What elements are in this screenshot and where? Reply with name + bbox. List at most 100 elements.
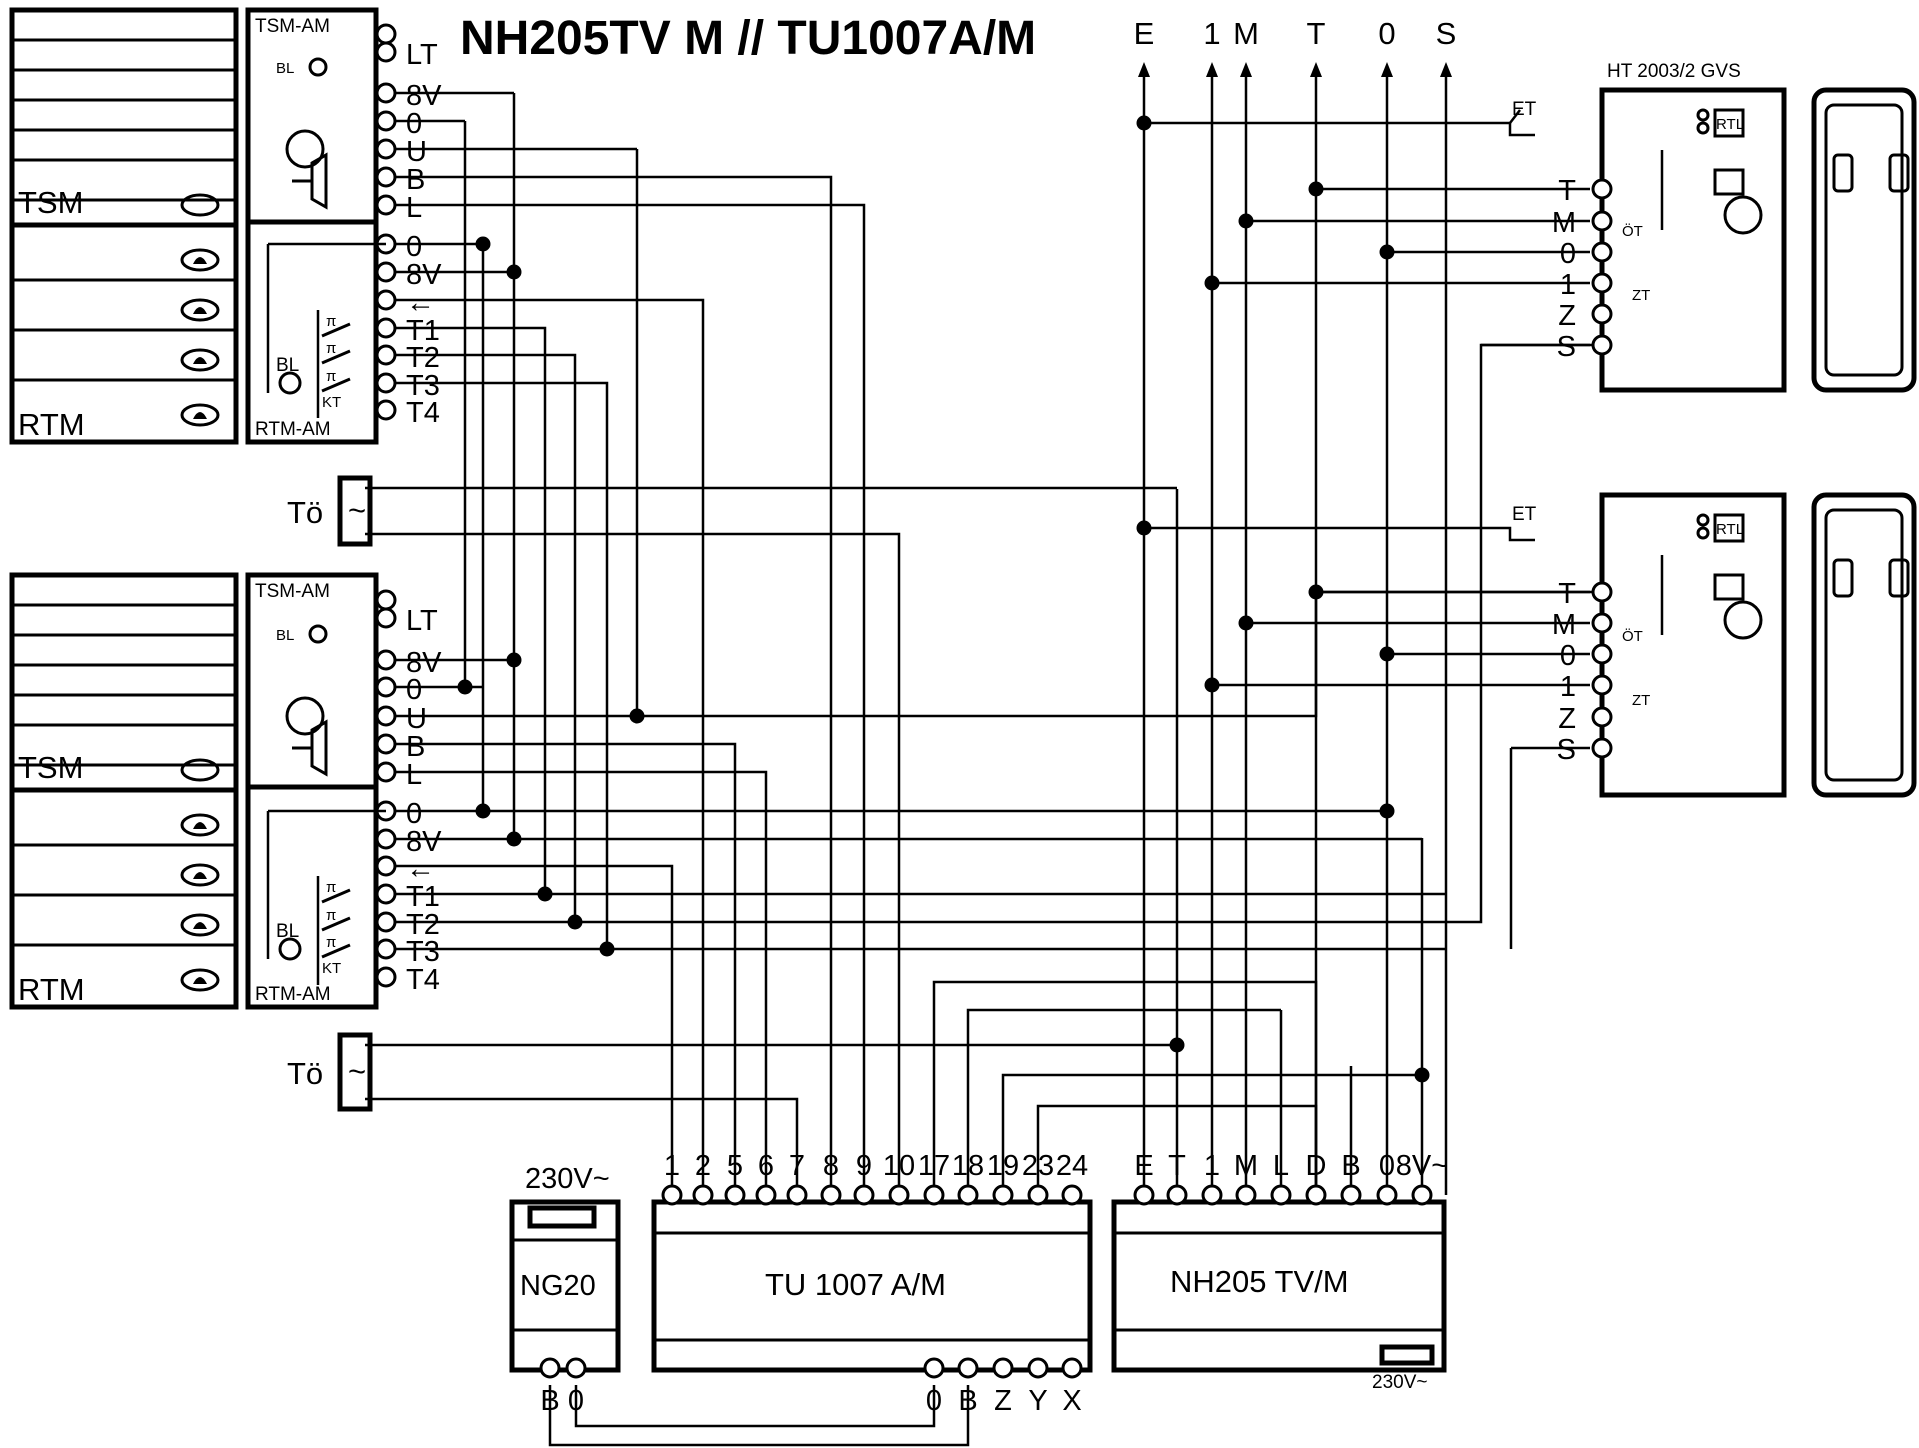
receiver-inner (1824, 103, 1904, 377)
terminal (1270, 1184, 1292, 1206)
rtm-am-label: RTM-AM (255, 419, 331, 440)
rtl-label: RTL (1716, 116, 1744, 133)
terminal-label: T1 (406, 881, 440, 913)
door-opener-label: Tö (287, 495, 323, 530)
tu-terminal-label: 1 (664, 1150, 680, 1182)
pi-label: π (326, 368, 336, 385)
tsm-am-label: TSM-AM (255, 16, 330, 37)
wire-19 (1001, 1073, 1422, 1195)
terminal (992, 1357, 1014, 1379)
terminal (1027, 1184, 1049, 1206)
bl-lamp-icon (278, 371, 302, 395)
switch (321, 888, 351, 904)
handset-terminal-label: 0 (1560, 238, 1576, 270)
terminal (957, 1184, 979, 1206)
junction-dot (1379, 244, 1395, 260)
junction-dot (1238, 615, 1254, 631)
nh-terminal-label: B (1341, 1150, 1360, 1182)
tu-module (651, 1199, 1093, 1373)
terminal (375, 733, 397, 755)
pi-label: π (326, 313, 336, 330)
terminal-label: T4 (406, 397, 440, 429)
terminal (755, 1184, 777, 1206)
terminal-label: T1 (406, 315, 440, 347)
terminal (375, 966, 397, 988)
terminal-label: L (406, 192, 422, 224)
arrow-head (1206, 62, 1218, 77)
et-label: ET (1512, 99, 1537, 120)
junction-dot (1136, 115, 1152, 131)
components (9, 7, 1917, 1379)
bl-lamp-icon (278, 937, 302, 961)
handset-frame (1599, 492, 1787, 798)
terminal-label: ← (406, 853, 435, 885)
light-key-icon (1888, 558, 1910, 598)
terminal (1166, 1184, 1188, 1206)
terminal-label: T4 (406, 964, 440, 996)
zt-label: ZT (1632, 287, 1650, 304)
terminal (1591, 303, 1613, 325)
terminal (375, 676, 397, 698)
terminal (692, 1184, 714, 1206)
et-label: ET (1512, 504, 1537, 525)
light-button-icon (180, 758, 220, 782)
terminal-label: B (406, 731, 425, 763)
bell-button-icon (180, 813, 220, 837)
wire-t2-2 (386, 343, 1612, 924)
terminal (375, 138, 397, 160)
tsm-label: TSM (18, 750, 83, 785)
junction-dot (475, 803, 491, 819)
wire-17 (932, 980, 1318, 1195)
zt-label: ZT (1632, 692, 1650, 709)
ng20-module (509, 1199, 621, 1373)
junction-dot (537, 886, 553, 902)
labels: TSMRTMTSMRTMTSM-AMRTM-AMLT8V0UBL08V←T1T2… (18, 16, 1744, 1417)
bell-button-icon (180, 298, 220, 322)
terminal-label: 8V (406, 80, 442, 112)
nh-supply-label: 230V~ (1372, 1372, 1427, 1393)
wire-t2-1 (386, 353, 577, 922)
tsm-label: TSM (18, 185, 83, 220)
terminal-label: 8V (406, 647, 442, 679)
wire-e-rtl1 (1144, 121, 1535, 137)
terminal (375, 938, 397, 960)
wire-18 (966, 1008, 1281, 1195)
bl-label: BL (276, 355, 299, 376)
handset-terminal-label: M (1552, 207, 1576, 239)
terminal-label: T3 (406, 936, 440, 968)
terminal (724, 1184, 746, 1206)
tu-name: TU 1007 A/M (765, 1267, 946, 1302)
handset-speaker-icon (1713, 168, 1745, 196)
nh-terminal-label: E (1134, 1150, 1153, 1182)
handset-terminal-label: T (1558, 578, 1576, 610)
tu-terminal-label: 7 (789, 1150, 805, 1182)
terminal (1201, 1184, 1223, 1206)
tu-terminal-label: 2 (695, 1150, 711, 1182)
receiver-body (1811, 87, 1917, 393)
rtl-speaker-icon (1713, 108, 1745, 138)
terminal (1591, 581, 1613, 603)
tu-terminal-label: 8 (823, 1150, 839, 1182)
terminal (992, 1184, 1014, 1206)
terminal (923, 1357, 945, 1379)
terminal-label: 0 (406, 674, 422, 706)
bell-button-icon (180, 913, 220, 937)
terminal (375, 589, 397, 611)
tu-bottom-label: B (958, 1385, 977, 1417)
tu-terminal-label: 5 (727, 1150, 743, 1182)
nh-terminal-label: 8V~ (1396, 1150, 1448, 1182)
nh-terminal-label: 1 (1204, 1150, 1220, 1182)
terminal (375, 883, 397, 905)
junction-dot (1379, 646, 1395, 662)
terminal-label: LT (406, 605, 438, 637)
bus-label: 1 (1203, 16, 1220, 51)
terminal-label: B (406, 164, 425, 196)
kt-label: KT (322, 960, 341, 977)
terminal (1591, 706, 1613, 728)
door-key-icon (1832, 558, 1854, 598)
terminal (375, 399, 397, 421)
terminal (375, 607, 397, 629)
wire-ng-0 (574, 1385, 936, 1428)
terminal-label: T2 (406, 909, 440, 941)
